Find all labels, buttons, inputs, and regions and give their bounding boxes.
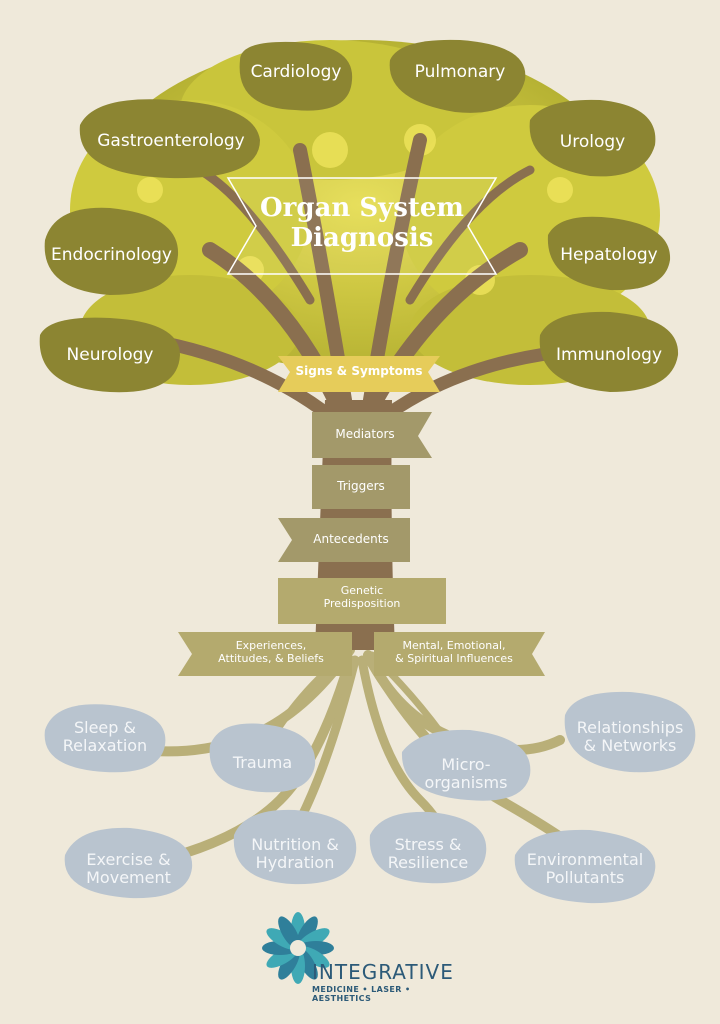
blob-environmental <box>514 829 656 904</box>
leaf-gastroenterology <box>79 99 260 179</box>
label-trauma: Trauma <box>232 753 293 772</box>
label-environmental: Environmental Pollutants <box>526 850 644 888</box>
band-mental <box>374 632 545 676</box>
logo-tagline: MEDICINE • LASER • AESTHETICS <box>312 985 411 1003</box>
leaf-immunology <box>539 311 679 392</box>
band-antecedents <box>278 518 410 562</box>
band-triggers <box>312 465 410 509</box>
leaf-neurology <box>39 317 180 393</box>
blob-trauma <box>209 723 316 793</box>
label-relationships: Relationships & Networks <box>576 718 684 756</box>
label-signs-symptoms: Signs & Symptoms <box>295 364 423 378</box>
band-genetic <box>278 578 446 624</box>
label-exercise: Exercise & Movement <box>86 850 171 888</box>
trunk-bands <box>178 356 545 676</box>
blob-stress <box>369 811 487 884</box>
label-microorganisms: Micro- organisms <box>424 755 508 793</box>
blob-nutrition <box>233 809 357 885</box>
label-urology: Urology <box>559 132 626 152</box>
label-immunology: Immunology <box>555 345 663 365</box>
leaf-hepatology <box>547 216 671 291</box>
band-mediators <box>312 412 432 458</box>
blob-relationships <box>564 691 696 773</box>
title-banner <box>226 177 498 275</box>
band-experiences <box>178 632 352 676</box>
label-endocrinology: Endocrinology <box>51 245 172 265</box>
root-blobs <box>44 691 696 904</box>
lotus-logo-icon <box>262 912 334 984</box>
label-antecedents: Antecedents <box>313 532 389 546</box>
label-mediators: Mediators <box>335 427 395 441</box>
diagram-title: Organ System Diagnosis <box>260 193 464 253</box>
leaf-pulmonary <box>389 39 526 113</box>
label-genetic: Genetic Predisposition <box>323 584 401 610</box>
label-cardiology: Cardiology <box>250 62 342 82</box>
organ-leaves <box>39 39 679 393</box>
label-sleep: Sleep & Relaxation <box>62 718 148 756</box>
label-neurology: Neurology <box>66 345 154 365</box>
label-nutrition: Nutrition & Hydration <box>251 835 339 873</box>
label-experiences: Experiences, Attitudes, & Beliefs <box>218 639 324 665</box>
leaf-endocrinology <box>44 207 179 295</box>
blob-micro <box>401 729 531 801</box>
band-signs-symptoms <box>278 356 440 392</box>
label-triggers: Triggers <box>337 479 385 493</box>
label-mental: Mental, Emotional, & Spiritual Influence… <box>395 639 513 665</box>
label-gastroenterology: Gastroenterology <box>97 131 245 151</box>
leaf-cardiology <box>239 41 353 111</box>
blob-exercise <box>64 827 193 899</box>
logo-brand: INTEGRATIVE <box>312 960 454 984</box>
leaf-urology <box>529 99 656 177</box>
label-hepatology: Hepatology <box>560 245 658 265</box>
blob-sleep <box>44 704 166 773</box>
label-pulmonary: Pulmonary <box>414 62 506 82</box>
label-stress: Stress & Resilience <box>387 835 469 873</box>
